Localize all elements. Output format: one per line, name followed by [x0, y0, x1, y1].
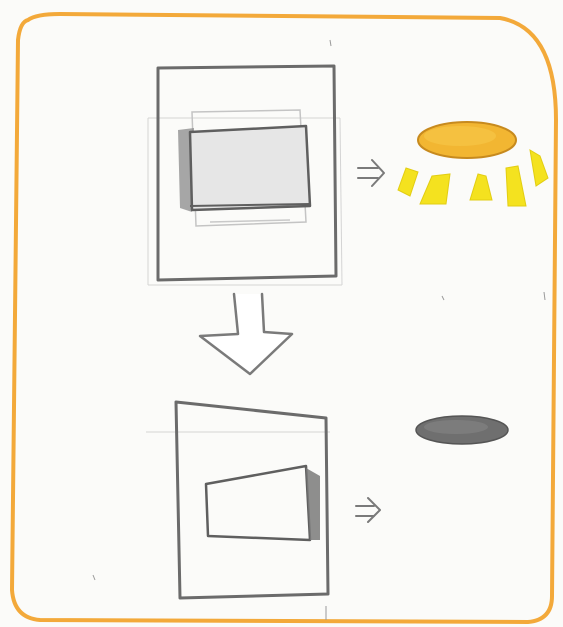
- device-top: [158, 66, 336, 280]
- right-arrow-icon: [358, 160, 384, 186]
- down-arrow-icon: [200, 294, 292, 374]
- lamp-on-icon: [418, 122, 516, 158]
- frame-border: [12, 14, 556, 622]
- right-arrow-icon: [356, 498, 380, 522]
- panel-side-shade: [306, 468, 320, 540]
- released-panel: [206, 466, 310, 540]
- device-bottom: [176, 402, 328, 598]
- lamp-off-icon: [416, 416, 508, 444]
- device-bottom-outline: [176, 402, 328, 598]
- pressed-panel: [190, 126, 310, 210]
